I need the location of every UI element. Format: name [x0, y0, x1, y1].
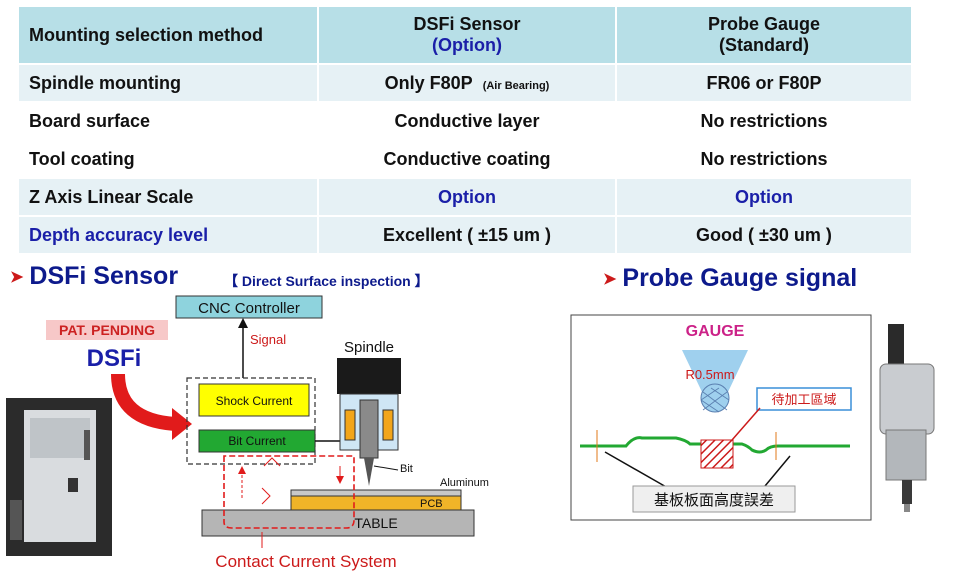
red-curve-arrow-icon	[111, 373, 176, 431]
bit-pointer	[373, 465, 399, 471]
pat-pending-badge	[46, 320, 168, 340]
probe-section-title: ➤ Probe Gauge signal	[603, 264, 857, 293]
pcb-label: PCB	[420, 498, 443, 510]
signal-arrow-icon	[238, 318, 248, 328]
signal-label: Signal	[250, 332, 286, 347]
row-probe-value: FR06 or F80P	[617, 65, 911, 103]
bit-label: Bit	[400, 463, 413, 475]
dsfi-section-title: ➤ DSFi Sensor	[10, 262, 178, 291]
row-label: Tool coating	[19, 141, 319, 179]
spindle-label: Spindle	[344, 339, 394, 356]
drill-bit-icon	[364, 458, 374, 486]
spindle-motor	[337, 358, 401, 394]
dsfi-section-title-text: DSFi Sensor	[29, 262, 179, 290]
table-header-row: Mounting selection method DSFi Sensor (O…	[19, 7, 911, 65]
header-dsfi-option: (Option)	[432, 35, 502, 55]
row-label: Depth accuracy level	[19, 217, 319, 255]
cnc-controller-box	[175, 295, 323, 319]
current-arrow-up-icon	[238, 466, 246, 474]
row-probe-value: No restrictions	[617, 103, 911, 141]
table-row: Depth accuracy level Excellent ( ±15 um …	[19, 217, 911, 255]
bit-current-label: Bit Current	[228, 434, 286, 448]
row-label: Spindle mounting	[19, 65, 319, 103]
header-probe-title: Probe Gauge	[707, 14, 821, 34]
row-probe-value: Good ( ±30 um )	[617, 217, 911, 255]
current-arrow-top-icon	[263, 457, 281, 467]
row-probe-value: Option	[617, 179, 911, 217]
bearing-left	[344, 409, 356, 441]
red-arrow-icon: ➤	[10, 269, 24, 287]
header-probe-gauge: Probe Gauge (Standard)	[617, 7, 911, 65]
row-dsfi-value: Conductive coating	[319, 141, 617, 179]
table-row: Z Axis Linear Scale Option Option	[19, 179, 911, 217]
shock-current-label: Shock Current	[216, 394, 293, 408]
machine-table	[201, 509, 475, 537]
pat-pending-label: PAT. PENDING	[59, 322, 155, 338]
bearing-right	[382, 409, 394, 441]
dsfi-value-note: (Air Bearing)	[482, 79, 550, 92]
shock-current-box	[198, 383, 310, 417]
header-dsfi-title: DSFi Sensor	[413, 14, 521, 34]
current-arrow-right-icon	[261, 487, 271, 505]
red-arrow-icon: ➤	[603, 271, 617, 289]
aluminum-label: Aluminum	[440, 477, 489, 489]
aluminum-layer	[290, 489, 462, 497]
table-label: TABLE	[354, 515, 397, 531]
header-probe-standard: (Standard)	[719, 35, 809, 55]
dsfi-value-text: Only F80P	[384, 72, 473, 93]
dsfi-subtitle: 【 Direct Surface inspection 】	[224, 273, 429, 289]
row-label: Board surface	[19, 103, 319, 141]
header-mounting-method: Mounting selection method	[19, 7, 319, 65]
row-dsfi-value: Option	[319, 179, 617, 217]
spindle-shaft	[359, 399, 379, 459]
row-dsfi-value: Conductive layer	[319, 103, 617, 141]
comparison-table: Mounting selection method DSFi Sensor (O…	[19, 7, 911, 255]
header-dsfi-sensor: DSFi Sensor (Option)	[319, 7, 617, 65]
dsfi-module-box	[186, 377, 316, 465]
row-probe-value: No restrictions	[617, 141, 911, 179]
current-arrow-down-icon	[336, 476, 344, 484]
contact-current-label: Contact Current System	[215, 552, 396, 571]
row-dsfi-value: Excellent ( ±15 um )	[319, 217, 617, 255]
red-arrowhead-icon	[172, 408, 192, 440]
row-dsfi-value: Only F80P (Air Bearing)	[319, 65, 617, 103]
table-row: Board surface Conductive layer No restri…	[19, 103, 911, 141]
dsfi-device-photo	[6, 398, 112, 556]
contact-current-loop	[223, 455, 355, 529]
probe-section-title-text: Probe Gauge signal	[622, 264, 858, 292]
table-row: Spindle mounting Only F80P (Air Bearing)…	[19, 65, 911, 103]
table-row: Tool coating Conductive coating No restr…	[19, 141, 911, 179]
row-label: Z Axis Linear Scale	[19, 179, 319, 217]
cnc-controller-label: CNC Controller	[198, 300, 300, 317]
dsfi-brand-label: DSFi	[87, 345, 142, 372]
